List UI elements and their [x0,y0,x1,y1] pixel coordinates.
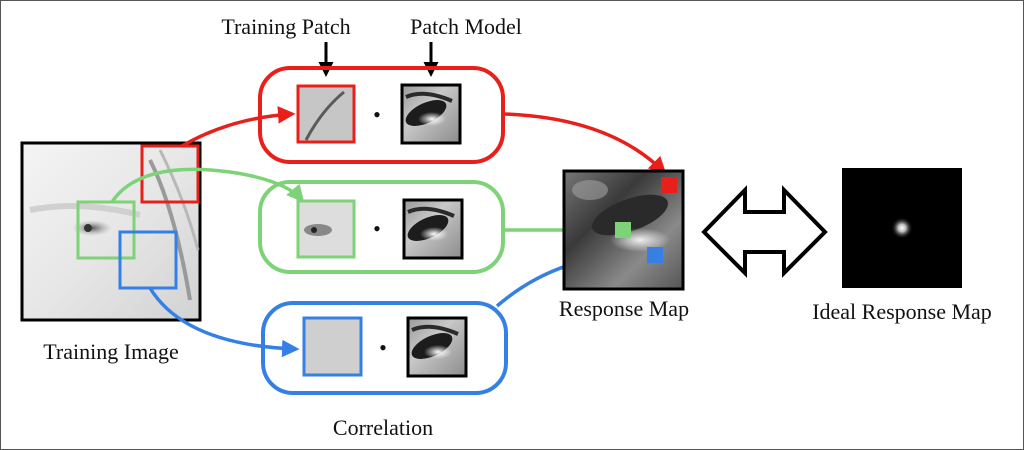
ideal-response-map [842,168,962,288]
green-patch-region [76,200,136,260]
patch-model-blue [405,316,468,378]
correlation-row-green: • [258,180,505,274]
double-headed-arrow-icon [701,185,828,278]
arrow-green-to-patch [110,167,305,203]
red-patch-region [140,144,200,204]
blue-patch-region [118,230,178,290]
ideal-response-map-label: Ideal Response Map [812,299,992,324]
correlation-dot: • [373,102,381,127]
training-image-label: Training Image [43,339,178,364]
correlation-row-blue: • [261,301,508,395]
response-map-label: Response Map [559,296,689,321]
correlation-row-red: • [258,66,505,164]
training-patch-red [296,84,356,144]
response-point-blue [647,247,663,263]
patch-model-label: Patch Model [410,14,522,39]
correlation-dot: • [379,335,387,360]
patch-model-red [399,83,462,145]
training-patch-blue [302,316,363,377]
training-patch-label: Training Patch [221,14,350,39]
patch-model-green [401,198,464,260]
arrow-red-to-patch [181,106,296,148]
arrow-red-to-response [504,112,667,175]
correlation-label: Correlation [333,415,433,440]
correlation-dot: • [373,216,381,241]
arrow-blue-to-patch [148,287,300,358]
response-point-green [615,222,631,238]
response-point-red [661,177,677,193]
